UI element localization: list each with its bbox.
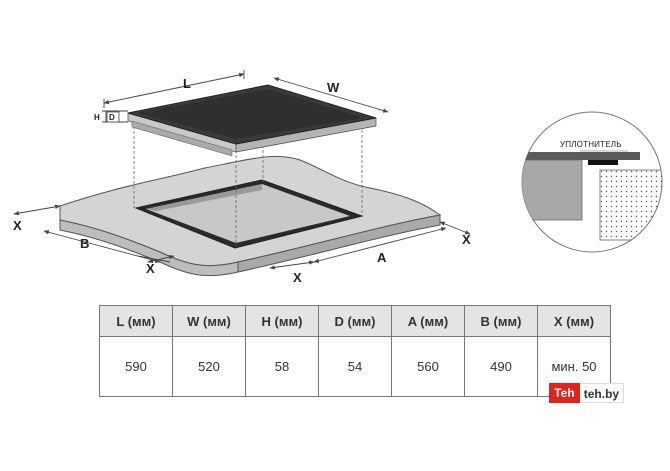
seal-label: УПЛОТНИТЕЛЬ <box>560 140 622 149</box>
header-B: B (мм) <box>464 305 538 337</box>
value-H: 58 <box>245 336 319 397</box>
label-B: B <box>80 236 89 251</box>
table-header-row: L (мм) W (мм) H (мм) D (мм) A (мм) B (мм… <box>99 305 611 337</box>
value-A: 560 <box>391 336 465 397</box>
watermark-logo: Теh teh.by <box>549 383 625 403</box>
label-A: A <box>377 250 387 265</box>
label-X-front-left: X <box>146 261 155 276</box>
header-W: W (мм) <box>172 305 246 337</box>
value-B: 490 <box>464 336 538 397</box>
dimensions-table: L (мм) W (мм) H (мм) D (мм) A (мм) B (мм… <box>99 305 611 397</box>
header-L: L (мм) <box>99 305 173 337</box>
label-X-right: X <box>462 232 471 247</box>
countertop-cutout <box>134 179 364 249</box>
value-D: 54 <box>318 336 392 397</box>
label-H: H <box>94 113 100 122</box>
seal-detail: УПЛОТНИТЕЛЬ <box>521 111 663 253</box>
header-X: X (мм) <box>537 305 611 337</box>
value-W: 520 <box>172 336 246 397</box>
label-X-left: X <box>13 218 22 233</box>
installation-diagram: L W H D X B X X A X УПЛОТНИТЕЛЬ <box>13 70 663 285</box>
hob <box>127 84 377 157</box>
label-W: W <box>327 80 340 95</box>
value-L: 590 <box>99 336 173 397</box>
label-L: L <box>183 76 191 91</box>
header-A: A (мм) <box>391 305 465 337</box>
dimension-lines <box>13 70 471 270</box>
label-D: D <box>109 113 115 122</box>
header-D: D (мм) <box>318 305 392 337</box>
watermark-right: teh.by <box>579 383 625 403</box>
watermark-left: Теh <box>549 383 580 403</box>
header-H: H (мм) <box>245 305 319 337</box>
label-X-front: X <box>293 270 302 285</box>
table-row: 590 520 58 54 560 490 мин. 50 <box>99 336 611 397</box>
